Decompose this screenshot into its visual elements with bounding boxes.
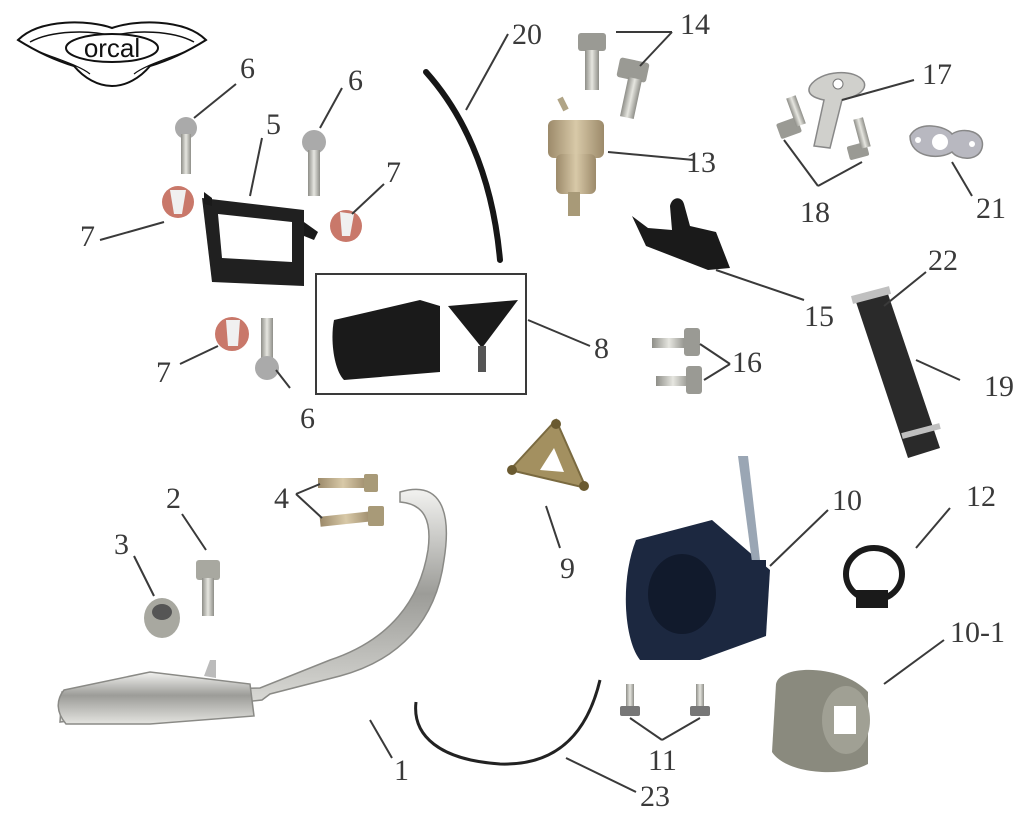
air-box-10 xyxy=(625,456,770,660)
air-hose-19 xyxy=(850,286,941,458)
nut-3 xyxy=(144,598,180,638)
flange-17 xyxy=(808,71,866,149)
callout-9: 9 xyxy=(560,552,575,585)
callout-10-1: 10-1 xyxy=(950,616,1005,649)
orcal-logo: orcal xyxy=(16,21,208,88)
callout-11: 11 xyxy=(648,744,677,777)
fuel-hose xyxy=(423,69,503,263)
callout-14: 14 xyxy=(680,8,710,41)
callout-1: 1 xyxy=(394,754,409,787)
callout-6-a: 6 xyxy=(240,52,255,85)
bolt-6-left xyxy=(175,117,197,174)
callout-21: 21 xyxy=(976,192,1006,225)
battery-holder-5 xyxy=(202,192,318,286)
filter-10-1 xyxy=(772,669,870,773)
bolt-6-middle xyxy=(302,130,326,196)
clamp-12 xyxy=(843,545,905,608)
cap-7-left xyxy=(162,186,194,218)
callout-16: 16 xyxy=(732,346,762,379)
callout-19: 19 xyxy=(984,370,1014,403)
logo-text: orcal xyxy=(84,33,140,63)
bolt-2 xyxy=(196,560,220,616)
callout-15: 15 xyxy=(804,300,834,333)
callout-20: 20 xyxy=(512,18,542,51)
callout-6-c: 6 xyxy=(300,402,315,435)
bolt-pair-14 xyxy=(578,33,650,120)
bolt-6-lower xyxy=(255,318,279,380)
callout-4: 4 xyxy=(274,482,289,515)
exhaust-1 xyxy=(57,488,448,725)
cap-7-lower xyxy=(215,317,249,351)
callout-2: 2 xyxy=(166,482,181,515)
bolt-pair-18 xyxy=(776,95,871,160)
callout-18: 18 xyxy=(800,196,830,229)
callout-13: 13 xyxy=(686,146,716,179)
bracket-15 xyxy=(632,198,730,270)
callout-22: 22 xyxy=(928,244,958,277)
callout-6-b: 6 xyxy=(348,64,363,97)
fuel-valve xyxy=(548,96,604,216)
callout-17: 17 xyxy=(922,58,952,91)
callout-7-b: 7 xyxy=(386,156,401,189)
callout-3: 3 xyxy=(114,528,129,561)
callout-10: 10 xyxy=(832,484,862,517)
cover-set-8 xyxy=(315,273,527,395)
bolt-pair-4 xyxy=(318,474,384,527)
cap-7-right xyxy=(330,210,362,242)
callout-7-a: 7 xyxy=(80,220,95,253)
screw-pair-11 xyxy=(620,684,710,716)
plate-9 xyxy=(507,418,589,491)
callout-7-c: 7 xyxy=(156,356,171,389)
leader-lines xyxy=(99,31,973,793)
callout-5: 5 xyxy=(266,108,281,141)
wire-23 xyxy=(414,679,602,766)
callout-8: 8 xyxy=(594,332,609,365)
callout-12: 12 xyxy=(966,480,996,513)
bolt-pair-16 xyxy=(652,328,702,394)
gasket-21 xyxy=(909,125,984,159)
callout-labels: 1 2 3 4 5 6 6 6 7 7 7 8 9 10 10-1 11 12 … xyxy=(80,8,1014,813)
callout-23: 23 xyxy=(640,780,670,813)
